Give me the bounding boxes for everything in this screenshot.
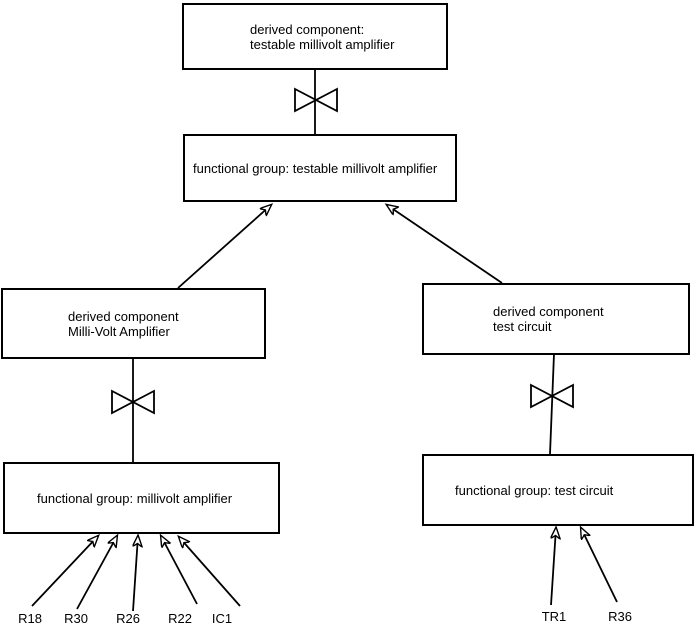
edge-r26-arrow — [132, 536, 138, 612]
edge-r18-arrow — [31, 536, 98, 607]
node-text-line2: testable millivolt amplifier — [250, 36, 395, 52]
node-text-line2: test circuit — [493, 319, 552, 334]
node-derived-component-milli-volt-amplifier: derived component Milli-Volt Amplifier — [1, 288, 266, 359]
leaf-label-r26: R26 — [116, 611, 140, 626]
leaf-label-r36: R36 — [608, 609, 632, 624]
bowtie-icon-top — [294, 87, 338, 113]
edge-derived-test-circuit-arrow — [387, 205, 503, 284]
node-text-line1: derived component — [493, 304, 604, 319]
leaf-label-r30: R30 — [64, 611, 88, 626]
node-text: functional group: test circuit — [455, 482, 614, 498]
edge-r36-arrow — [581, 528, 618, 603]
edge-r22-arrow — [161, 536, 198, 605]
bowtie-icon-right — [530, 383, 574, 409]
leaf-label-tr1: TR1 — [541, 609, 567, 624]
node-functional-group-millivolt-amplifier: functional group: millivolt amplifier — [3, 462, 280, 534]
edge-ic1-arrow — [179, 537, 241, 607]
edge-tr1-arrow — [550, 528, 556, 606]
bowtie-icon-left — [111, 389, 155, 415]
node-text-line1: derived component — [68, 308, 179, 324]
node-text-line1: derived component: — [250, 21, 365, 37]
node-text-line2: Milli-Volt Amplifier — [68, 323, 170, 339]
leaf-label-r22: R22 — [168, 611, 192, 626]
edge-derived-test-circuit-to-functional-test-circuit — [549, 353, 555, 455]
leaf-label-r18: R18 — [18, 611, 42, 626]
node-functional-group-test-circuit: functional group: test circuit — [422, 454, 694, 526]
node-text: functional group: millivolt amplifier — [37, 490, 233, 506]
node-derived-component-testable-millivolt-amplifier: derived component: testable millivolt am… — [182, 3, 448, 70]
node-text: functional group: testable millivolt amp… — [193, 160, 438, 176]
node-functional-group-testable-millivolt-amplifier: functional group: testable millivolt amp… — [183, 134, 457, 202]
node-derived-component-test-circuit: derived component test circuit — [422, 283, 690, 355]
leaf-label-ic1: IC1 — [211, 611, 233, 626]
edge-r30-arrow — [76, 536, 117, 610]
edge-derived-millivolt-arrow — [177, 205, 271, 289]
